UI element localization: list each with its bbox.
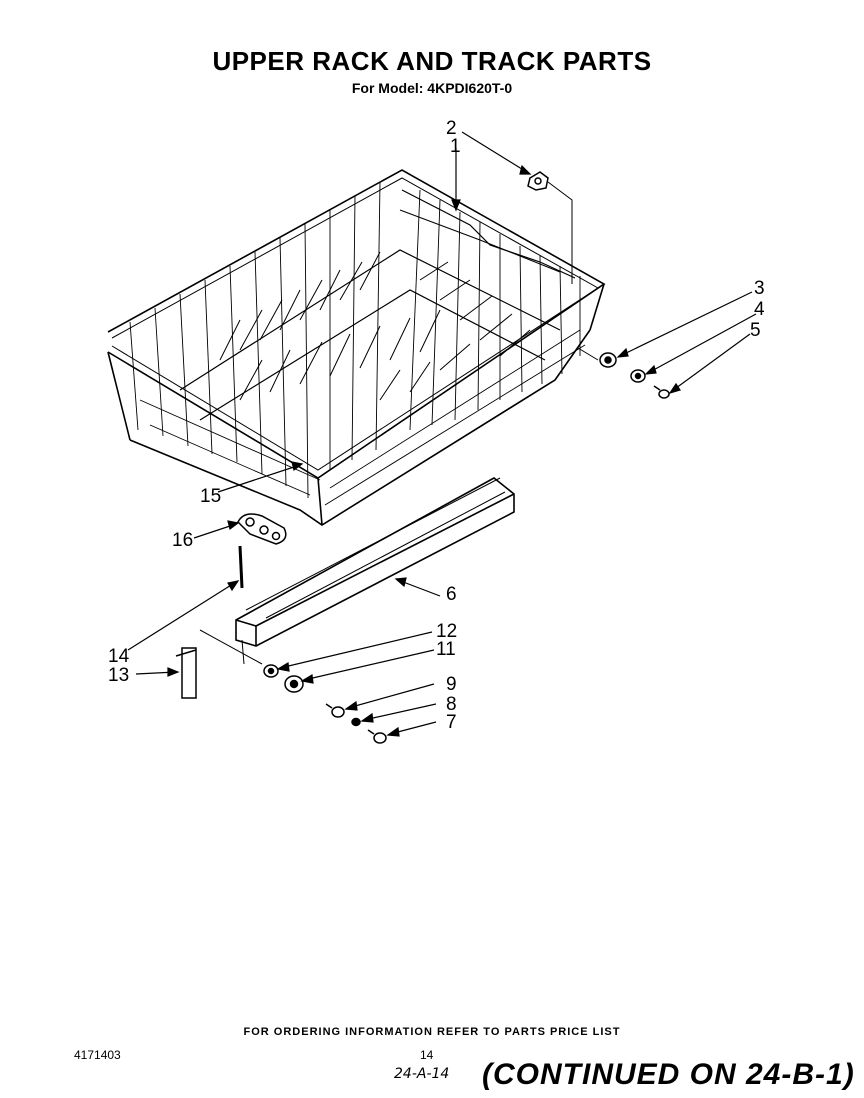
callout-16: 16 [172, 530, 193, 551]
part-13-stop [175, 647, 197, 699]
page-title: UPPER RACK AND TRACK PARTS [212, 46, 652, 76]
callout-6: 6 [446, 584, 457, 605]
callout-15: 15 [200, 486, 221, 507]
callout-8: 8 [446, 694, 457, 715]
callout-14: 14 [108, 646, 130, 667]
model-subtitle: For Model: 4KPDI620T-0 [351, 80, 513, 96]
track-rail [235, 477, 515, 647]
part-5-screw [653, 385, 670, 399]
callout-7: 7 [446, 712, 457, 733]
part-2-nut [527, 171, 549, 191]
callout-9: 9 [446, 674, 457, 695]
part-4-washer [630, 369, 646, 383]
part-12-wheel [263, 664, 279, 678]
part-16-bracket [237, 513, 287, 545]
handwritten-reference: 24-A-14 [394, 1066, 450, 1082]
callout-5: 5 [750, 320, 761, 341]
part-11-roller [284, 675, 304, 693]
callout-3: 3 [754, 278, 765, 299]
part-3-wheel [599, 352, 617, 368]
continued-note: (CONTINUED ON 24-B-1) [482, 1058, 855, 1091]
assembly-guide-lines [199, 181, 599, 665]
part-9-screw [325, 703, 345, 718]
page-number: 14 [420, 1048, 434, 1062]
rack-wire-grid [129, 181, 586, 506]
callout-13: 13 [108, 665, 129, 686]
callout-1: 1 [450, 136, 461, 157]
leader-lines [127, 131, 757, 737]
part-7-screw [367, 729, 387, 744]
callout-4: 4 [754, 299, 765, 320]
document-number: 4171403 [74, 1048, 121, 1062]
rack-tines [219, 251, 531, 401]
part-8-washer [351, 717, 361, 727]
callout-12: 12 [436, 621, 457, 642]
part-14-pin [238, 545, 244, 589]
ordering-note: FOR ORDERING INFORMATION REFER TO PARTS … [243, 1026, 621, 1038]
callout-11: 11 [436, 639, 456, 660]
callout-2: 2 [446, 118, 457, 139]
